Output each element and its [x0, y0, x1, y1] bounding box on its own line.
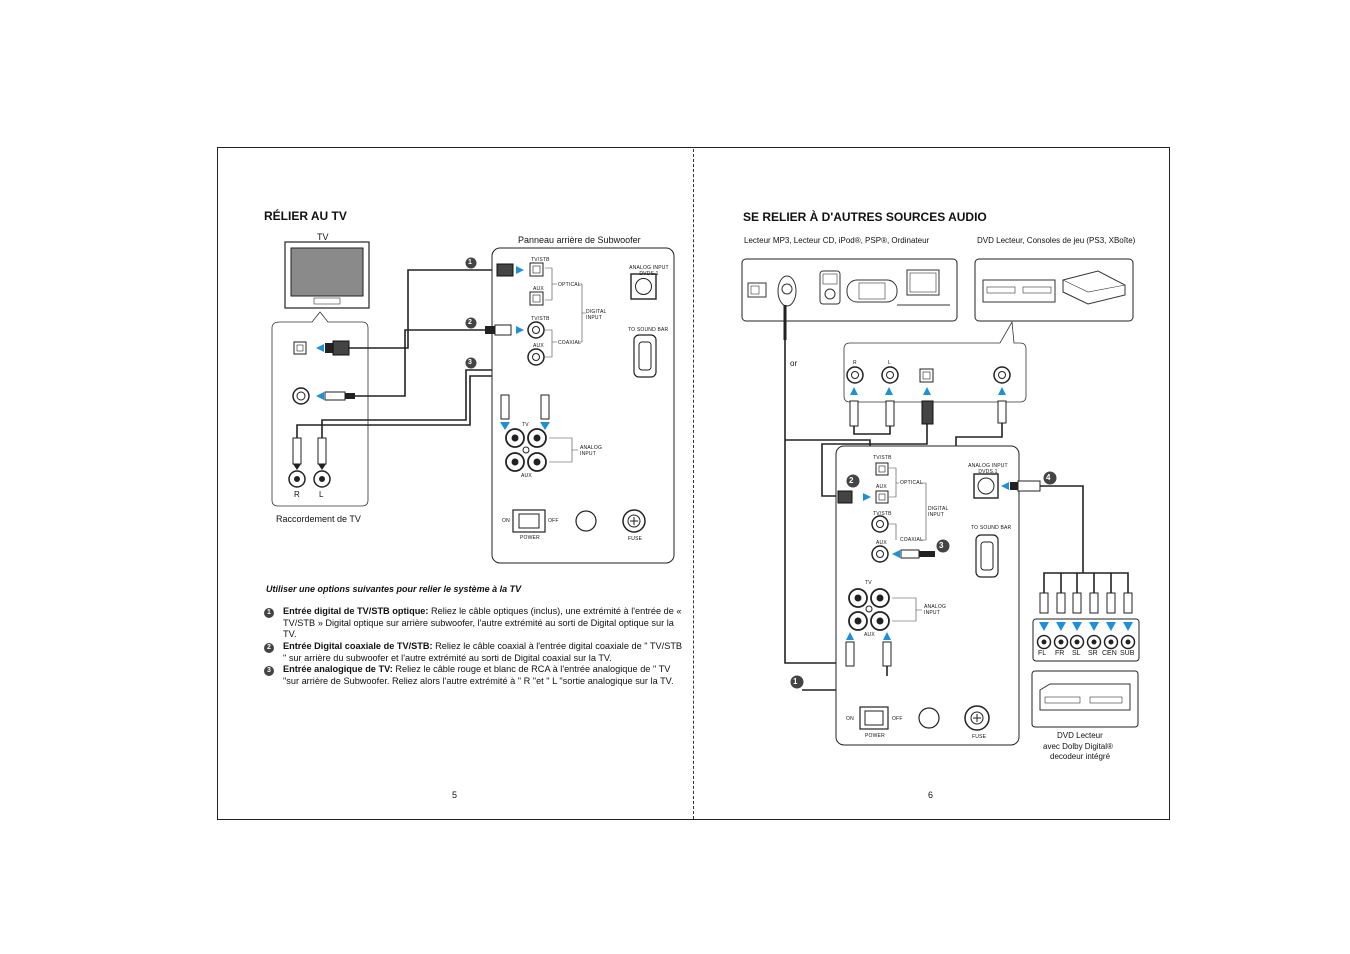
- item-1-badge: 1: [264, 608, 274, 618]
- right-off-label: OFF: [892, 716, 903, 722]
- or-label: or: [790, 359, 798, 368]
- channel-cen: CEN: [1102, 650, 1117, 657]
- left-fuse-label: FUSE: [628, 536, 643, 542]
- tv-r-label: R: [294, 490, 300, 499]
- tv-connection-caption: Raccordement de TV: [276, 514, 361, 524]
- tv-label: TV: [317, 232, 329, 242]
- left-off-label: OFF: [548, 518, 559, 524]
- left-aux-opt-label: AUX: [533, 286, 544, 292]
- sources-right-label: DVD Lecteur, Consoles de jeu (PS3, XBoît…: [977, 236, 1136, 245]
- manual-spread: [217, 147, 1170, 820]
- tv-connections-bubble: [271, 311, 369, 507]
- dvd-caption-line-2: avec Dolby Digital®: [1043, 742, 1113, 751]
- left-digital-input-label: DIGITAL INPUT: [586, 309, 607, 321]
- right-to-sound-bar-label: TO SOUND BAR: [971, 525, 1012, 531]
- right-badge-4: 4: [1046, 473, 1051, 482]
- right-badge-1: 1: [793, 677, 798, 686]
- right-tv-analog-label: TV: [865, 580, 872, 586]
- item-2-text: Entrée Digital coaxiale de TV/STB: Relie…: [283, 641, 683, 663]
- left-power-label: POWER: [520, 535, 540, 541]
- left-aux-coax-label: AUX: [533, 343, 544, 349]
- left-analog-input-label: ANALOG INPUT: [580, 445, 603, 457]
- right-aux-analog-label: AUX: [864, 632, 875, 638]
- channel-sr: SR: [1088, 650, 1098, 657]
- right-digital-input-label: DIGITAL INPUT: [928, 506, 949, 518]
- right-badge-2: 2: [849, 476, 854, 485]
- left-coaxial-label: COAXIAL: [558, 340, 582, 346]
- item-3-text: Entrée analogique de TV: Reliez le câble…: [283, 664, 674, 686]
- right-power-label: POWER: [865, 733, 885, 739]
- right-on-label: ON: [846, 716, 854, 722]
- left-optical-label: OPTICAL: [558, 282, 581, 288]
- left-intro-text: Utiliser une options suivantes pour reli…: [266, 584, 522, 594]
- item-3-badge: 3: [264, 666, 274, 676]
- sources-left-label: Lecteur MP3, Lecteur CD, iPod®, PSP®, Or…: [744, 236, 930, 245]
- channel-fr: FR: [1055, 650, 1065, 657]
- right-fuse-label: FUSE: [972, 734, 987, 740]
- right-tvstb-opt-label: TV/STB: [873, 455, 892, 461]
- left-tvstb-opt-label: TV/STB: [531, 257, 550, 263]
- right-analog-input-dvds-label: ANALOG INPUT DVDS.1: [968, 463, 1008, 475]
- right-l-label: L: [888, 360, 891, 366]
- left-aux-analog-label: AUX: [521, 473, 532, 479]
- left-tv-analog-label: TV: [522, 422, 529, 428]
- channel-sub: SUB: [1120, 650, 1135, 657]
- right-r-label: R: [853, 360, 857, 366]
- right-aux-coax-label: AUX: [876, 540, 887, 546]
- left-page-title: RÉLIER AU TV: [264, 209, 347, 223]
- right-page-title: SE RELIER À D'AUTRES SOURCES AUDIO: [743, 210, 987, 224]
- page-fold-line: [693, 149, 694, 819]
- left-page-number: 5: [452, 790, 458, 800]
- left-on-label: ON: [502, 518, 510, 524]
- left-badge-3: 3: [468, 359, 472, 366]
- dvd-caption-line-1: DVD Lecteur: [1057, 731, 1103, 740]
- right-badge-3: 3: [939, 541, 944, 550]
- right-coaxial-label: COAXIAL: [900, 537, 924, 543]
- left-badge-2: 2: [468, 319, 472, 326]
- channel-sl: SL: [1072, 650, 1081, 657]
- dvd-caption-line-3: decodeur intégré: [1050, 752, 1111, 761]
- right-aux-opt-label: AUX: [876, 484, 887, 490]
- channel-fl: FL: [1038, 650, 1047, 657]
- tv-l-label: L: [319, 490, 324, 499]
- left-badge-1: 1: [468, 259, 472, 266]
- item-2-badge: 2: [264, 643, 274, 653]
- left-analog-input-dvds-label: ANALOG INPUT DVDS.1: [629, 265, 669, 277]
- right-page-number: 6: [928, 790, 934, 800]
- right-tvstb-coax-label: TV/STB: [873, 511, 892, 517]
- left-tvstb-coax-label: TV/STB: [531, 316, 550, 322]
- left-to-sound-bar-label: TO SOUND BAR: [628, 327, 669, 333]
- item-1-text: Entrée digital de TV/STB optique: Reliez…: [283, 606, 682, 640]
- right-analog-input-label: ANALOG INPUT: [924, 604, 947, 616]
- subwoofer-panel-label: Panneau arrière de Subwoofer: [518, 235, 641, 245]
- tv-screen: [290, 247, 364, 297]
- right-optical-label: OPTICAL: [900, 480, 923, 486]
